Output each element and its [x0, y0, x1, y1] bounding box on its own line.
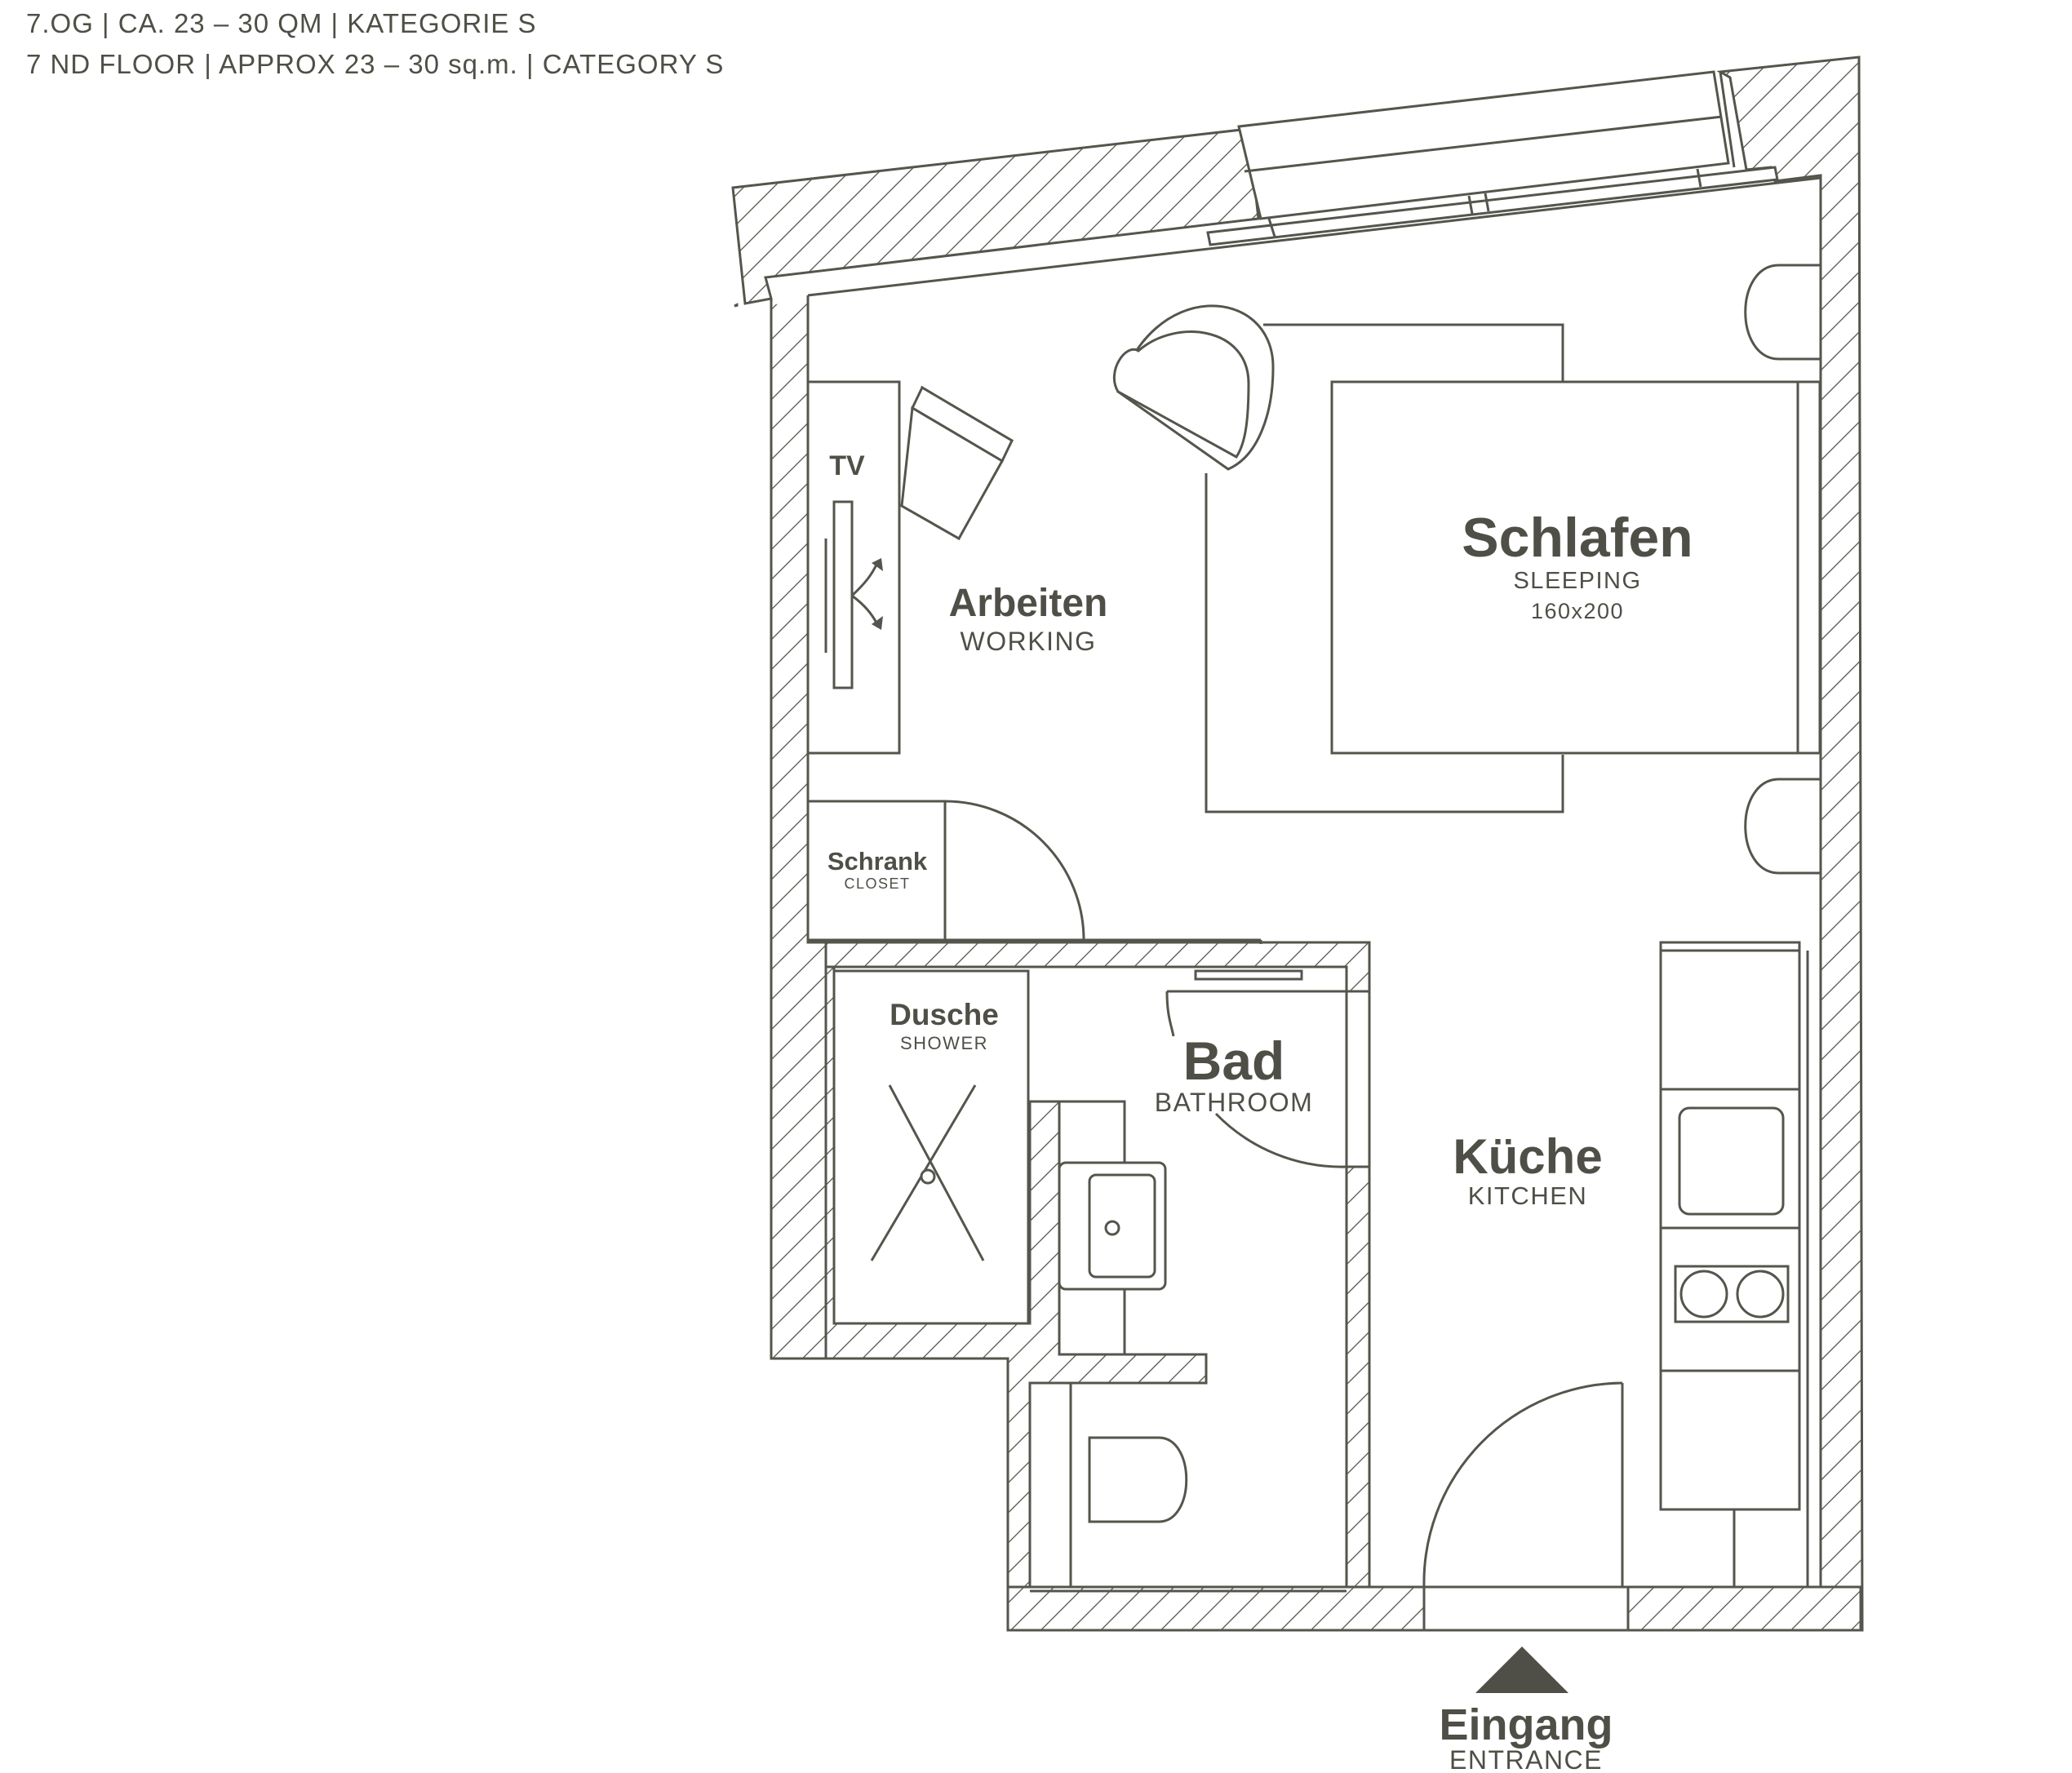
wall-bath-right — [1345, 1165, 1371, 1591]
closet — [806, 800, 1262, 944]
working-title: Arbeiten — [949, 582, 1108, 625]
wall-top-right — [1716, 55, 1864, 1632]
bathroom-title: Bad — [1183, 1031, 1285, 1091]
window — [1206, 70, 1779, 246]
sleeping-subtitle: SLEEPING — [1513, 568, 1641, 594]
kitchen-title: Küche — [1453, 1129, 1602, 1184]
entrance-door — [1422, 1381, 1624, 1588]
tv-label: TV — [829, 450, 865, 481]
shower-subtitle: SHOWER — [900, 1033, 988, 1053]
shower-title: Dusche — [890, 998, 999, 1031]
bed-size: 160x200 — [1531, 599, 1624, 623]
kitchen-subtitle: KITCHEN — [1468, 1181, 1588, 1210]
bed — [1330, 380, 1821, 755]
wall-bottom-left — [1006, 1585, 1426, 1632]
wall-bath-top — [808, 941, 1371, 993]
wall-bottom-right — [1626, 1585, 1862, 1632]
tv-unit — [806, 380, 901, 755]
armchair — [1112, 304, 1275, 471]
closet-title: Schrank — [827, 847, 928, 875]
rug — [1205, 323, 1564, 813]
floor-info-en: 7 ND FLOOR | APPROX 23 – 30 sq.m. | CATE… — [26, 49, 725, 79]
washbasin — [1058, 1100, 1167, 1356]
closet-subtitle: CLOSET — [844, 875, 910, 892]
entrance-subtitle: ENTRANCE — [1449, 1745, 1603, 1773]
bathroom-door — [1165, 969, 1348, 1168]
floor-info-de: 7.OG | CA. 23 – 30 QM | KATEGORIE S — [26, 8, 537, 38]
shower-tray — [832, 969, 1030, 1325]
kitchen-counter — [1659, 941, 1809, 1587]
entrance-arrow-icon — [1475, 1647, 1568, 1693]
working-subtitle: WORKING — [961, 627, 1097, 656]
bathroom-subtitle: BATHROOM — [1155, 1088, 1314, 1117]
bedside-tables — [1744, 264, 1822, 875]
sleeping-title: Schlafen — [1462, 507, 1693, 569]
entrance-title: Eingang — [1440, 1700, 1613, 1749]
desk-chair — [900, 385, 1014, 541]
toilet — [1028, 1381, 1188, 1589]
